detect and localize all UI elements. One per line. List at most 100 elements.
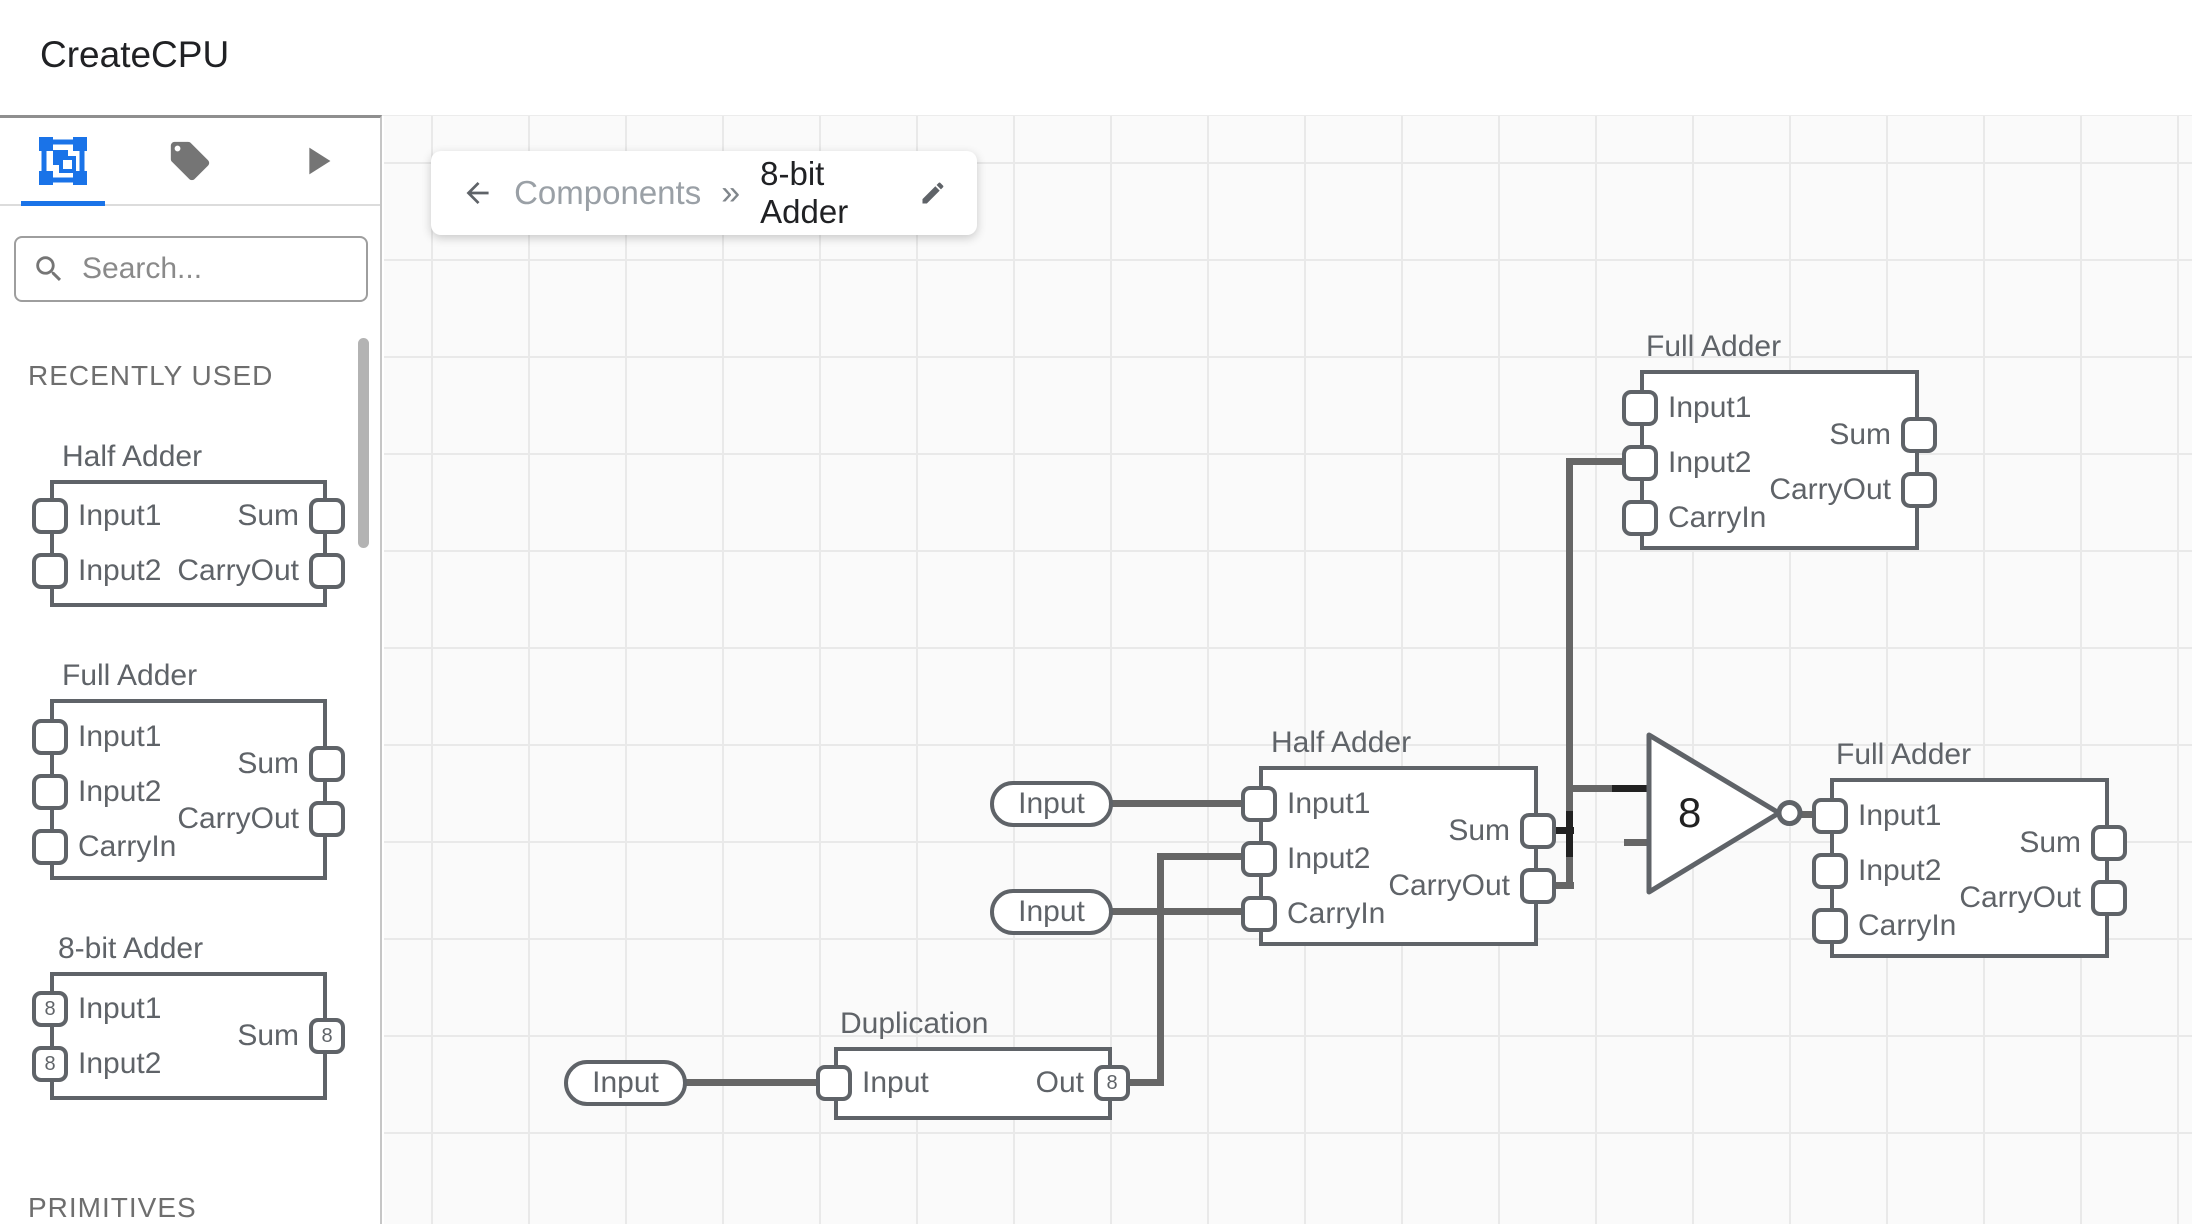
port-input1[interactable]	[32, 719, 68, 755]
wire-segment[interactable]	[1107, 800, 1259, 807]
port-carryin[interactable]	[1241, 896, 1277, 932]
app-header: CreateCPU	[0, 0, 2192, 116]
wire-segment[interactable]	[1624, 839, 1652, 846]
port-carryout[interactable]	[2091, 880, 2127, 916]
port-label: Sum	[237, 499, 299, 532]
bus-width-label: 8	[1678, 789, 1701, 836]
port-label: Input2	[1668, 446, 1752, 479]
port-sum-bus8[interactable]: 8	[309, 1018, 345, 1054]
port-input2[interactable]	[1812, 853, 1848, 889]
port-label: Sum	[1448, 814, 1510, 847]
section-recently-used: RECENTLY USED	[28, 360, 274, 391]
port-sum[interactable]	[309, 498, 345, 534]
port-label: CarryOut	[177, 554, 299, 587]
node-title: Full Adder	[1836, 738, 1972, 771]
palette-item-full-adder[interactable]: Full Adder Input1 Input2 CarryIn Sum Car…	[32, 659, 345, 880]
port-input1[interactable]	[1622, 390, 1658, 426]
port-label: Input1	[78, 720, 162, 753]
port-input1-bus8[interactable]: 8	[32, 991, 68, 1027]
port-label: Sum	[1829, 418, 1891, 451]
wire-segment[interactable]	[1566, 785, 1614, 792]
port-input2[interactable]	[32, 553, 68, 589]
port-carryout[interactable]	[1901, 472, 1937, 508]
pill-label: Input	[1018, 787, 1085, 820]
wire-segment[interactable]	[1566, 458, 1573, 886]
port-carryin[interactable]	[32, 829, 68, 865]
port-input2[interactable]	[1241, 841, 1277, 877]
port-sum[interactable]	[309, 746, 345, 782]
palette-item-8bit-adder[interactable]: 8-bit Adder 8 Input1 8 Input2 8 Sum	[32, 932, 345, 1100]
port-input2[interactable]	[32, 774, 68, 810]
search-input[interactable]	[80, 251, 334, 287]
port-label: Input1	[1858, 799, 1942, 832]
port-sum[interactable]	[1520, 813, 1556, 849]
port-carryout[interactable]	[309, 801, 345, 837]
port-out-bus8[interactable]: 8	[1094, 1065, 1130, 1101]
port-label: CarryOut	[1388, 869, 1510, 902]
port-label: Input2	[78, 554, 162, 587]
play-icon	[309, 147, 331, 175]
breadcrumb-separator: »	[721, 173, 741, 212]
back-icon[interactable]	[461, 174, 494, 212]
port-input1[interactable]	[32, 498, 68, 534]
port-label: Input2	[1858, 854, 1942, 887]
port-label: Input2	[1287, 842, 1371, 875]
search-box[interactable]	[14, 236, 368, 302]
port-label: Input2	[78, 775, 162, 808]
wire-segment[interactable]	[1566, 811, 1573, 857]
node-half-adder[interactable]: Half Adder Input1 Input2 CarryIn Sum Car…	[1241, 726, 1556, 946]
port-label: CarryIn	[1287, 897, 1386, 930]
port-label: Out	[1035, 1066, 1084, 1099]
breadcrumb-parent[interactable]: Components	[514, 174, 702, 211]
breadcrumb-current: 8-bit Adder	[760, 155, 849, 230]
wire-segment[interactable]	[1157, 853, 1164, 1086]
app-title: CreateCPU	[40, 34, 230, 75]
port-label: CarryIn	[78, 830, 177, 863]
node-full-adder-right[interactable]: Full Adder Input1 Input2 CarryIn Sum Car…	[1812, 738, 2127, 958]
palette-item-title: Half Adder	[62, 440, 203, 473]
node-full-adder-top[interactable]: Full Adder Input1 Input2 CarryIn Sum Car…	[1622, 330, 1937, 550]
tab-run[interactable]	[253, 118, 380, 204]
sidebar-tabs	[0, 118, 380, 206]
port-carryin[interactable]	[1622, 500, 1658, 536]
port-carryout[interactable]	[1520, 868, 1556, 904]
edit-pencil-icon[interactable]	[919, 177, 947, 209]
breadcrumb: Components » 8-bit Adder	[431, 151, 977, 235]
wire-segment[interactable]	[1612, 785, 1652, 792]
port-label: Sum	[237, 1019, 299, 1052]
input-pill[interactable]: Input	[990, 889, 1113, 935]
wire-segment[interactable]	[684, 1079, 836, 1086]
port-sum[interactable]	[2091, 825, 2127, 861]
pill-label: Input	[592, 1066, 659, 1099]
port-label: Input1	[1668, 391, 1752, 424]
tab-components[interactable]	[0, 118, 127, 204]
port-input1[interactable]	[1812, 798, 1848, 834]
node-title: Full Adder	[1646, 330, 1782, 363]
port-input[interactable]	[816, 1065, 852, 1101]
port-input1[interactable]	[1241, 786, 1277, 822]
tab-labels[interactable]	[127, 118, 254, 204]
tag-icon	[170, 141, 210, 181]
port-sum[interactable]	[1901, 417, 1937, 453]
wire-segment[interactable]	[1107, 908, 1260, 915]
port-input2-bus8[interactable]: 8	[32, 1046, 68, 1082]
bus-buffer-gate[interactable]: 8	[1640, 725, 1820, 905]
port-carryout[interactable]	[309, 553, 345, 589]
wire-segment[interactable]	[1566, 458, 1640, 465]
palette-item-half-adder[interactable]: Half Adder Input1 Input2 Sum CarryOut	[32, 440, 345, 607]
active-tab-indicator	[21, 201, 105, 206]
sidebar-scrollbar-thumb[interactable]	[358, 338, 369, 548]
wire-segment[interactable]	[1108, 1079, 1164, 1086]
node-duplication[interactable]: Duplication Input 8 Out	[816, 1007, 1130, 1120]
port-label: Input1	[78, 992, 162, 1025]
pill-label: Input	[1018, 895, 1085, 928]
circuit-canvas[interactable]: Components » 8-bit Adder Input Input Inp…	[384, 116, 2192, 1224]
section-primitives: PRIMITIVES	[28, 1192, 197, 1223]
wire-segment[interactable]	[1157, 853, 1261, 860]
input-pill[interactable]: Input	[990, 781, 1113, 827]
port-label: Input1	[78, 499, 162, 532]
port-input2[interactable]	[1622, 445, 1658, 481]
input-pill[interactable]: Input	[564, 1060, 687, 1106]
port-carryin[interactable]	[1812, 908, 1848, 944]
wire-segment[interactable]	[1554, 827, 1574, 834]
